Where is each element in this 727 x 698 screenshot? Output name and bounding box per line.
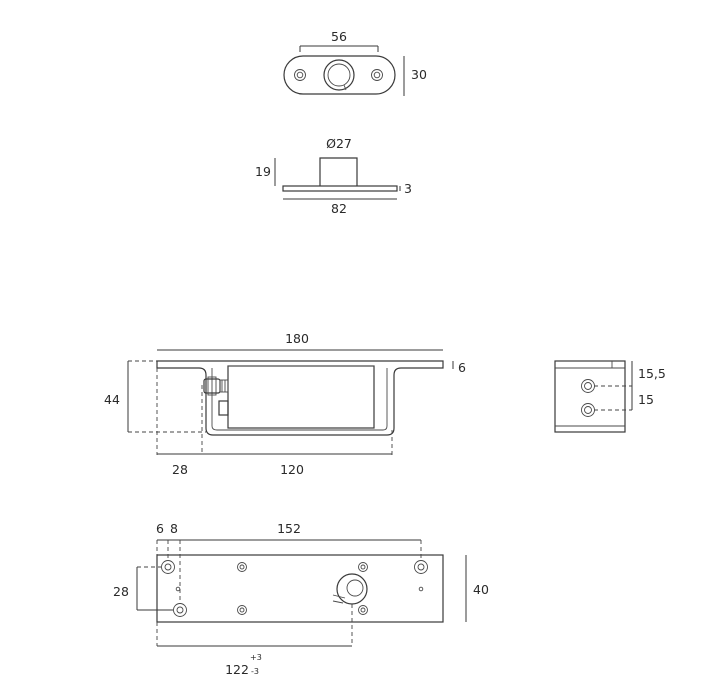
side-height-label: 19 [255, 164, 271, 179]
front-flange-label: 6 [458, 360, 466, 375]
top-view: 56 30 [283, 29, 427, 96]
plan-span-label: 152 [277, 521, 301, 536]
plan-center-label: 122 [225, 662, 249, 677]
front-body-label: 120 [280, 462, 304, 477]
top-width-label: 56 [331, 29, 347, 44]
plan-edge-label: 6 [156, 521, 164, 536]
end-upper-label: 15,5 [638, 366, 666, 381]
front-height-label: 44 [104, 392, 120, 407]
plan-width-label: 40 [473, 582, 489, 597]
front-length-label: 180 [285, 331, 309, 346]
side-diameter-label: Ø27 [326, 136, 352, 151]
front-offset-label: 28 [172, 462, 188, 477]
plan-view: 6 8 152 40 28 122 +3 -3 [113, 521, 489, 677]
front-view: 180 6 44 28 120 [104, 331, 466, 477]
end-lower-label: 15 [638, 392, 654, 407]
side-view: 19 3 82 Ø27 [255, 136, 412, 216]
plan-tol-plus: +3 [250, 653, 262, 662]
end-view: 15,5 15 [554, 360, 666, 433]
plan-tol-minus: -3 [251, 667, 259, 676]
plan-pitch-label: 28 [113, 584, 129, 599]
top-height-label: 30 [411, 67, 427, 82]
side-length-label: 82 [331, 201, 347, 216]
plan-hole-label: 8 [170, 521, 178, 536]
side-thickness-label: 3 [404, 181, 412, 196]
